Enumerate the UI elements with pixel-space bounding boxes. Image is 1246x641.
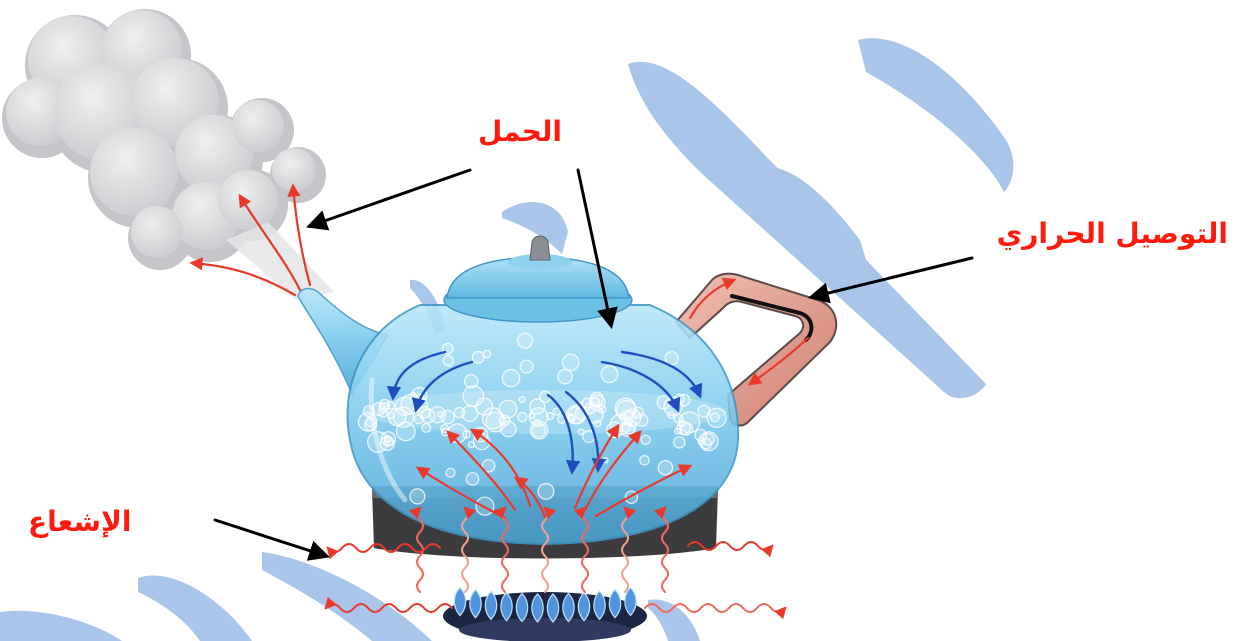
bubble (530, 399, 545, 414)
bubble (563, 354, 579, 370)
conduction-label: التوصيل الحراري (997, 220, 1228, 248)
bubble (674, 437, 685, 448)
bubble (679, 420, 685, 426)
bubble (518, 412, 527, 421)
bubble (658, 461, 672, 475)
bubble (366, 417, 375, 426)
watermark-stroke (0, 611, 122, 641)
bubble (410, 393, 417, 400)
bubble (443, 356, 453, 366)
watermark-stroke (858, 38, 1013, 192)
steam-cloud (2, 9, 334, 300)
bubble (438, 412, 444, 418)
bubble (472, 352, 484, 364)
bubble (380, 437, 394, 451)
bubble (502, 370, 519, 387)
radiation-pointer (215, 520, 326, 556)
bubble (657, 396, 670, 409)
bubble (603, 458, 608, 463)
convection-label: الحمل (455, 118, 585, 146)
bubble (675, 394, 684, 403)
bubble (668, 412, 674, 418)
bubble (595, 420, 601, 426)
radiation-label: الإشعاع (28, 508, 131, 536)
bubble (621, 423, 634, 436)
bubble (558, 369, 572, 383)
bubble (389, 409, 406, 426)
bubble (519, 397, 525, 403)
bubble (379, 403, 389, 413)
bubble (462, 406, 478, 422)
bubble (500, 415, 510, 425)
watermark-stroke (138, 576, 252, 641)
bubble (422, 424, 431, 433)
bubble (414, 415, 423, 424)
bubble (601, 366, 618, 383)
bubble (675, 428, 681, 434)
bubble (547, 413, 554, 420)
bubble (698, 438, 705, 445)
steam-plume (226, 222, 334, 300)
bubble (640, 456, 649, 465)
bubble (469, 442, 475, 448)
convection-pointer-steam (310, 170, 470, 226)
bubble (665, 352, 678, 365)
bubble (707, 408, 726, 427)
burner (443, 588, 647, 641)
bubble (641, 435, 650, 444)
watermark-stroke (262, 552, 432, 641)
bubble (520, 360, 533, 373)
burner-cap (459, 618, 631, 641)
bubble (518, 333, 533, 348)
lid-knob (530, 236, 550, 260)
bubble (465, 375, 478, 388)
bubble (538, 484, 554, 500)
bubble (466, 473, 478, 485)
bubble (410, 489, 425, 504)
bubble (446, 468, 455, 477)
bubble (532, 424, 545, 437)
bubble (578, 429, 584, 435)
bubble (636, 414, 648, 426)
bubble (582, 398, 592, 408)
bubble (463, 431, 470, 438)
